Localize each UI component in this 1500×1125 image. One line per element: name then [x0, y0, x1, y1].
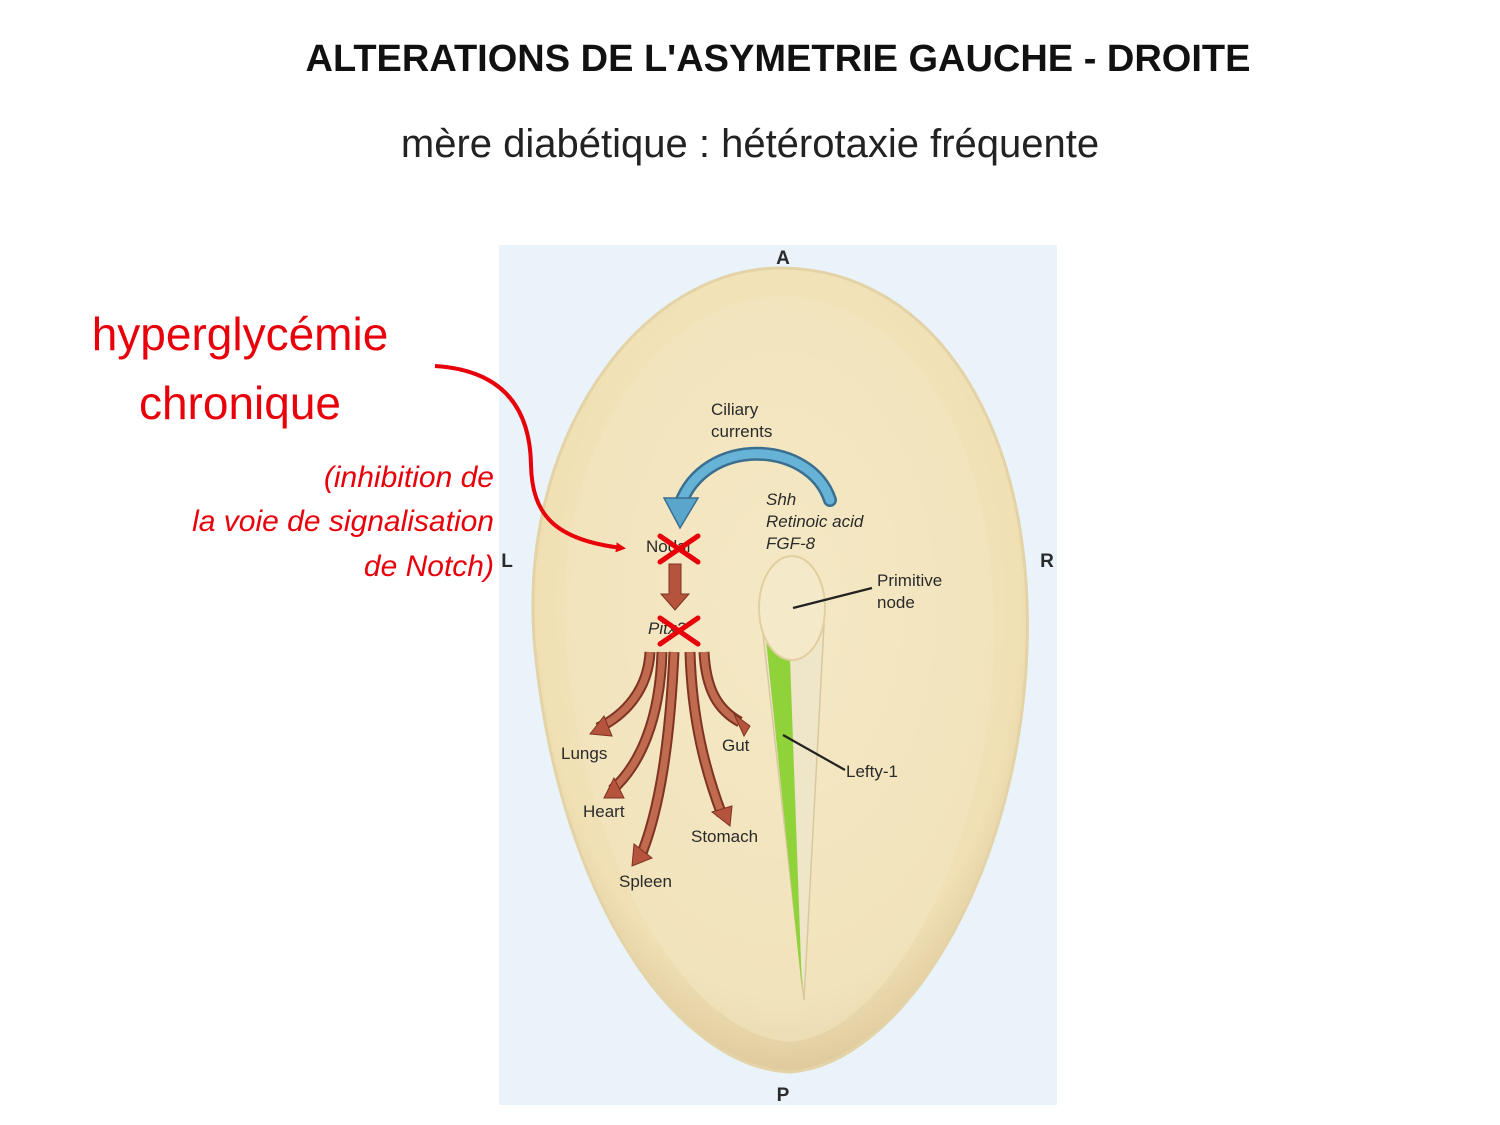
mechanism-line-1: (inhibition de — [323, 461, 494, 494]
embryo-figure-background — [499, 245, 1057, 1105]
mechanism-line-2: la voie de signalisation — [192, 505, 494, 539]
cause-line-1: hyperglycémie — [91, 308, 389, 360]
cause-line-2: chronique — [138, 377, 342, 429]
cause-label: hyperglycémie chronique — [40, 300, 440, 438]
slide-subtitle: mère diabétique : hétérotaxie fréquente — [400, 122, 1100, 166]
mechanism-note: (inhibition de la voie de signalisation … — [192, 456, 494, 589]
mechanism-line-3: de Notch) — [363, 549, 494, 583]
slide-title: ALTERATIONS DE L'ASYMETRIE GAUCHE - DROI… — [305, 38, 1251, 80]
